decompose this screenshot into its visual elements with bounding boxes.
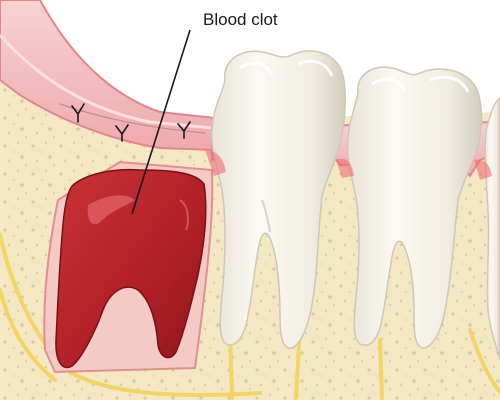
molar-tooth-right — [346, 66, 483, 349]
stitch-icon — [177, 121, 191, 139]
label-leader-line — [131, 29, 191, 215]
clot-highlight-small — [179, 199, 189, 231]
sutures — [59, 103, 206, 142]
stitch-icon — [71, 103, 85, 123]
stitch-icon — [115, 124, 129, 142]
blood-clot-label: Blood clot — [203, 10, 278, 29]
clot-highlight — [87, 195, 135, 225]
gum-edge-highlight — [0, 34, 213, 130]
molar-tooth-middle — [210, 50, 346, 349]
gum-cuff — [205, 150, 492, 180]
